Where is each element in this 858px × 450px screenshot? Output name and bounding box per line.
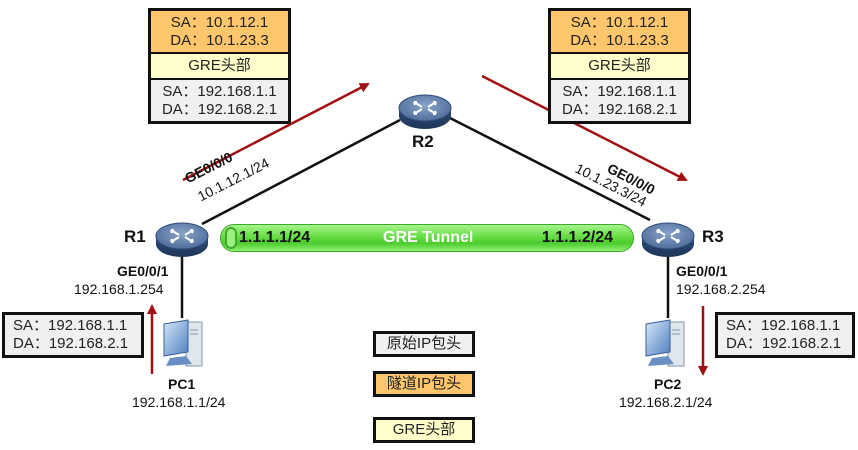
packet-right-original-header: SA：192.168.1.1 DA：192.168.2.1 xyxy=(551,80,688,121)
packet-pc2-da: DA：192.168.2.1 xyxy=(726,335,842,352)
router-r2-name: R2 xyxy=(412,132,434,151)
tunnel-end-cap xyxy=(225,227,237,249)
packet-right-gre-label: GRE头部 xyxy=(588,57,651,74)
legend-original-header: 原始IP包头 xyxy=(373,331,475,357)
router-r3-icon xyxy=(641,222,695,257)
packet-pc2: SA：192.168.1.1 DA：192.168.2.1 xyxy=(715,312,855,358)
tunnel-left-ip: 1.1.1.1/24 xyxy=(239,229,311,246)
packet-right-orig-da: DA：192.168.2.1 xyxy=(561,101,678,118)
packet-pc2-sa: SA：192.168.1.1 xyxy=(726,317,841,334)
legend-gre-header: GRE头部 xyxy=(373,417,475,443)
router-r1-name: R1 xyxy=(124,227,146,246)
packet-pc1: SA：192.168.1.1 DA：192.168.2.1 xyxy=(2,312,144,358)
r1-ge001-ip: 192.168.1.254 xyxy=(74,281,164,297)
packet-right-gre-header: GRE头部 xyxy=(551,54,688,80)
router-r2-icon xyxy=(398,94,452,129)
pc1-ip: 192.168.1.1/24 xyxy=(132,394,226,410)
link-r1-r2 xyxy=(201,118,401,226)
pc1-name: PC1 xyxy=(168,376,196,392)
gre-tunnel: 1.1.1.1/24 GRE Tunnel 1.1.1.2/24 xyxy=(220,224,634,252)
packet-right-orig-sa: SA：192.168.1.1 xyxy=(562,83,677,100)
packet-right-tunnel-da: DA：10.1.23.3 xyxy=(570,32,669,49)
packet-right: SA：10.1.12.1 DA：10.1.23.3 GRE头部 SA：192.1… xyxy=(548,8,691,124)
link-r2-r3 xyxy=(449,116,651,222)
router-r3-name: R3 xyxy=(702,227,724,246)
packet-left-tunnel-sa: SA：10.1.12.1 xyxy=(170,14,269,31)
packet-left-gre-header: GRE头部 xyxy=(151,54,288,80)
r3-ge001-ip: 192.168.2.254 xyxy=(676,281,766,297)
router-r1-icon xyxy=(155,222,209,257)
pc2-name: PC2 xyxy=(654,376,682,392)
packet-left-tunnel-header: SA：10.1.12.1 DA：10.1.23.3 xyxy=(151,11,288,54)
flow-arrow-r2-r3 xyxy=(481,74,688,182)
flow-arrow-r1-r2 xyxy=(182,82,370,182)
packet-pc1-da: DA：192.168.2.1 xyxy=(13,335,129,352)
packet-right-tunnel-header: SA：10.1.12.1 DA：10.1.23.3 xyxy=(551,11,688,54)
packet-left-orig-da: DA：192.168.2.1 xyxy=(161,101,278,118)
pc1-icon xyxy=(163,319,203,367)
packet-right-tunnel-sa: SA：10.1.12.1 xyxy=(570,14,669,31)
pc2-icon xyxy=(645,319,685,367)
r1-ge001-label: GE0/0/1 xyxy=(117,263,169,279)
packet-left: SA：10.1.12.1 DA：10.1.23.3 GRE头部 SA：192.1… xyxy=(148,8,291,124)
tunnel-right-ip: 1.1.1.2/24 xyxy=(541,229,613,246)
pc2-ip: 192.168.2.1/24 xyxy=(619,394,713,410)
packet-left-tunnel-da: DA：10.1.23.3 xyxy=(170,32,269,49)
r3-ge001-label: GE0/0/1 xyxy=(676,263,728,279)
packet-pc1-sa: SA：192.168.1.1 xyxy=(13,317,128,334)
packet-left-orig-sa: SA：192.168.1.1 xyxy=(162,83,277,100)
tunnel-label: GRE Tunnel xyxy=(383,229,474,246)
packet-left-gre-label: GRE头部 xyxy=(188,57,251,74)
legend-tunnel-header: 隧道IP包头 xyxy=(373,371,475,397)
packet-left-original-header: SA：192.168.1.1 DA：192.168.2.1 xyxy=(151,80,288,121)
